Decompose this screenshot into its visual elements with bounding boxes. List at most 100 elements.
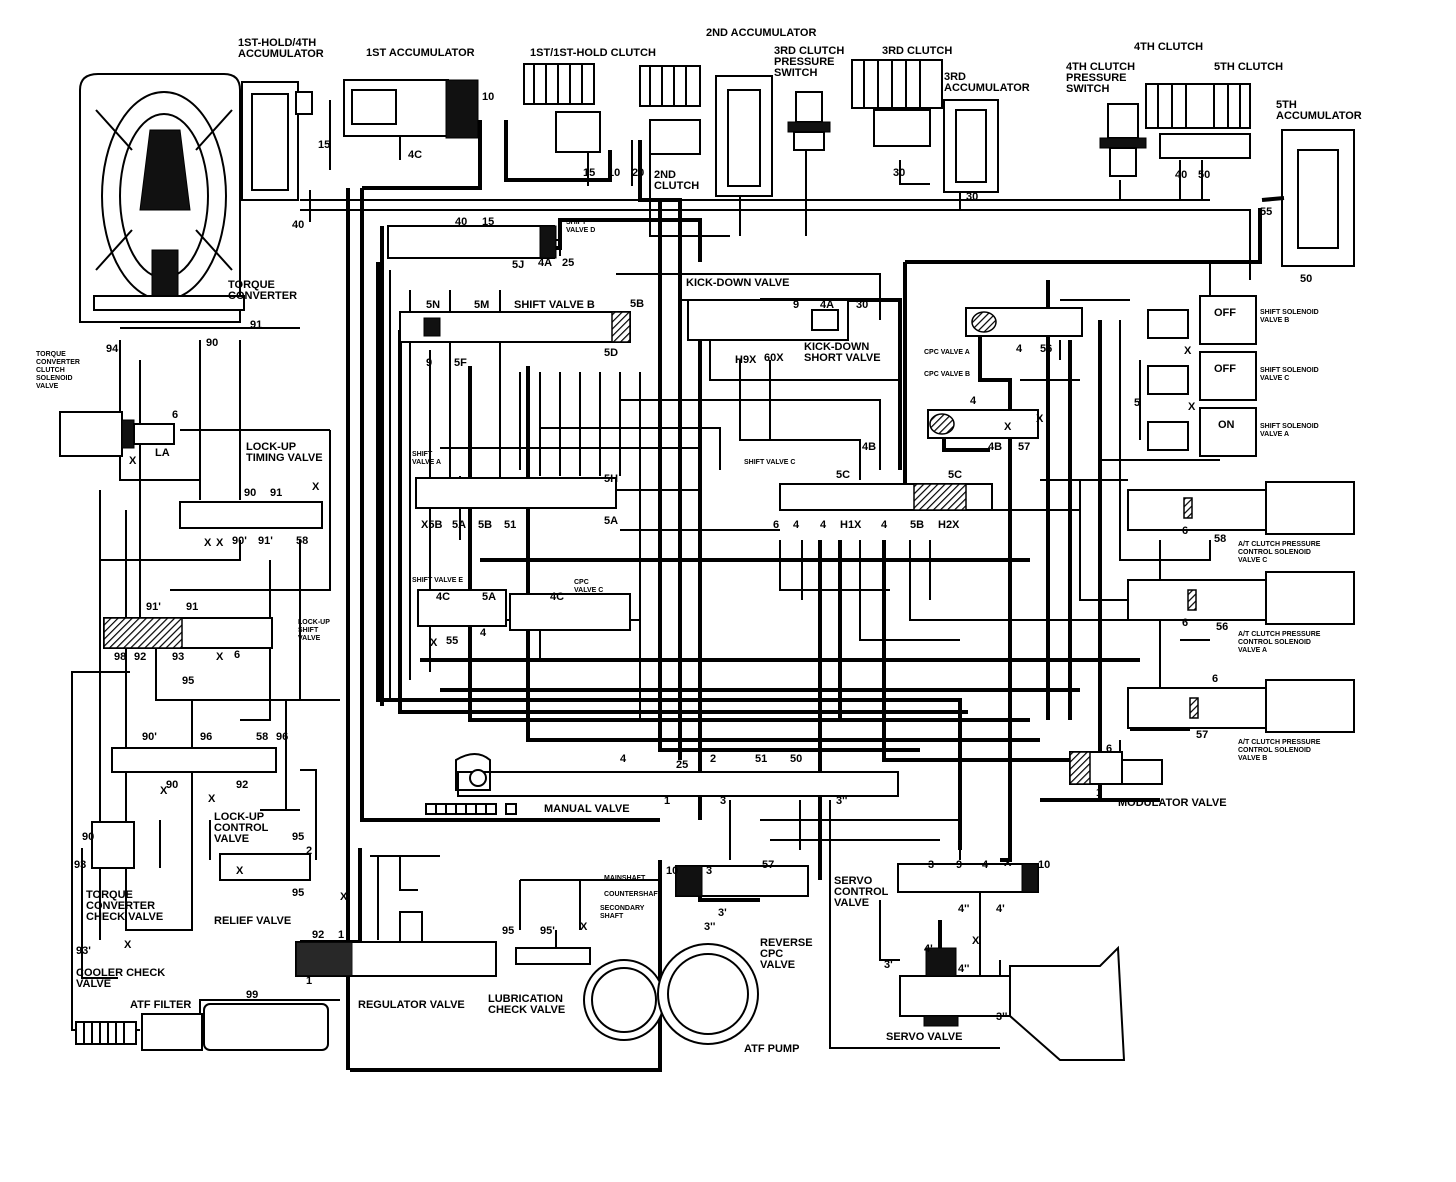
exhaust-x-mark: X: [340, 891, 348, 903]
passage-number: 50: [1300, 273, 1312, 285]
passage-number: 50: [1198, 169, 1210, 181]
label-kick-down-valve: KICK-DOWN VALVE: [686, 277, 789, 289]
passage-number: 2: [306, 845, 312, 857]
lubrication-check-valve: [515, 947, 591, 965]
passage-number: H1X: [840, 519, 862, 531]
tcc-solenoid-valve: [59, 411, 175, 457]
lock-up-control-valve: [111, 747, 277, 773]
passage-number: 25: [676, 759, 688, 771]
passage-number: 91': [146, 601, 161, 613]
exhaust-x-mark: X: [216, 651, 224, 663]
shift-valve-b: [399, 311, 631, 343]
atf-filter: [75, 1003, 329, 1051]
passage-number: 1: [664, 795, 670, 807]
atcpc-solenoid-a: [1127, 571, 1355, 625]
passage-number: 20: [632, 167, 644, 179]
passage-number: 25: [562, 257, 574, 269]
passage-number: 4A: [820, 299, 834, 311]
passage-number: 91': [258, 535, 273, 547]
first-clutch: [523, 63, 601, 153]
shift-solenoid-b: [1147, 295, 1257, 345]
passage-number: 58: [256, 731, 268, 743]
exhaust-x-mark: X: [236, 865, 244, 877]
fifth-accumulator: [1261, 129, 1355, 267]
passage-number: 9: [793, 299, 799, 311]
passage-number: 51: [755, 753, 767, 765]
passage-number: 91: [250, 319, 262, 331]
label-atf-pump: ATF PUMP: [744, 1043, 799, 1055]
passage-number: 6: [234, 649, 240, 661]
passage-number: 94: [106, 343, 119, 355]
passage-number: 95': [540, 925, 555, 937]
label-first-clutch: 1ST/1ST-HOLD CLUTCH: [530, 47, 656, 59]
passage-number: 51: [504, 519, 516, 531]
passage-number: 4'': [958, 963, 970, 975]
passage-number: 90: [166, 779, 178, 791]
passage-number: 4': [996, 903, 1005, 915]
reverse-cpc-valve: [675, 865, 809, 897]
passage-number: 9: [956, 859, 962, 871]
passage-number: 90: [244, 487, 256, 499]
passage-number: 6: [1182, 617, 1188, 629]
relief-valve: [219, 853, 311, 881]
passage-number: 5A: [482, 591, 496, 603]
label-regulator-valve: REGULATOR VALVE: [358, 999, 465, 1011]
passage-number: 60X: [764, 352, 784, 364]
passage-number: 56: [1040, 343, 1052, 355]
passage-number: 99: [246, 989, 258, 1001]
exhaust-x-mark: X: [312, 481, 320, 493]
exhaust-x-mark: X: [129, 455, 137, 467]
servo-valve: [899, 945, 1126, 1061]
passage-number: 5C: [948, 469, 962, 481]
passage-number: 95: [502, 925, 514, 937]
passage-number: 3'': [704, 921, 716, 933]
passage-number: 3'': [996, 1011, 1008, 1023]
label-manual-valve: MANUAL VALVE: [544, 803, 630, 815]
modulator-valve: [1069, 751, 1163, 785]
kick-down-valve: [687, 299, 849, 341]
passage-number: 4A: [538, 257, 552, 269]
passage-number: 90': [232, 535, 247, 547]
third-clutch: [851, 59, 943, 147]
passage-number: 5N: [426, 299, 440, 311]
label-atf-filter: ATF FILTER: [130, 999, 191, 1011]
passage-number: 3': [718, 907, 727, 919]
passage-number: 92: [312, 929, 324, 941]
passage-number: 55: [446, 635, 458, 647]
passage-number: 5A: [604, 515, 618, 527]
shift-valve-d: [387, 225, 557, 259]
label-servo-valve: SERVO VALVE: [886, 1031, 962, 1043]
passage-number: 4: [820, 519, 827, 531]
passage-number: 1: [338, 929, 344, 941]
passage-number: 5B: [478, 519, 492, 531]
servo-control-valve: [897, 863, 1039, 893]
passage-number: 10: [666, 865, 678, 877]
third-accumulator: [943, 99, 999, 193]
exhaust-x-mark: X: [430, 637, 438, 649]
passage-number: 6: [1106, 743, 1112, 755]
exhaust-x-mark: X: [1036, 413, 1044, 425]
passage-number: 3: [706, 865, 712, 877]
label-cpc-valve-a: CPC VALVE A: [924, 349, 970, 356]
passage-number: H9X: [735, 354, 757, 366]
passage-number: 5A: [452, 519, 466, 531]
passage-number: 5B: [630, 298, 644, 310]
exhaust-x-mark: X: [972, 935, 980, 947]
passage-number: 3: [928, 859, 934, 871]
exhaust-x-mark: X: [1004, 857, 1012, 869]
solenoid-c-state: OFF: [1214, 363, 1236, 375]
atf-pump: [583, 943, 759, 1045]
